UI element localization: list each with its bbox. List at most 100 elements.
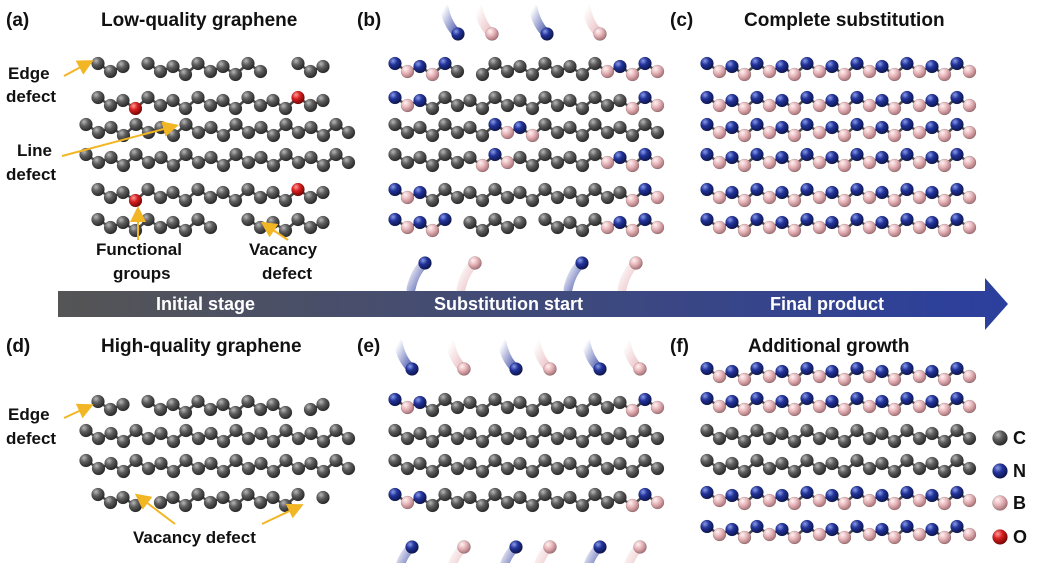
atom-c [463, 150, 477, 165]
atom-c [154, 456, 168, 471]
precursor-atom-b [468, 256, 482, 270]
atom-n [925, 215, 939, 230]
atom-c [500, 220, 515, 235]
atom-c [191, 182, 205, 197]
atom-b [712, 220, 727, 235]
atom-n [900, 56, 914, 71]
atom-c [216, 490, 230, 505]
atom-c [241, 431, 256, 446]
atom-n [775, 150, 789, 165]
atom-c [266, 397, 280, 412]
atom-c [228, 67, 243, 82]
precursor-atom-b [633, 540, 647, 554]
atom-b [650, 155, 665, 170]
atom-n [750, 56, 764, 71]
legend-swatch-n [992, 463, 1008, 479]
atom-c [241, 182, 255, 197]
atom-b [812, 155, 827, 170]
atom-b [887, 496, 902, 511]
atomic-layer [91, 56, 330, 82]
atom-c [303, 220, 318, 235]
atom-c [179, 423, 193, 438]
atomic-layer [700, 117, 977, 143]
atomic-layer [700, 182, 977, 208]
atom-c [179, 453, 193, 468]
atom-c [575, 464, 590, 479]
panel-a-graphene-low-quality [79, 56, 356, 238]
atom-c [388, 423, 402, 438]
atom-b [937, 372, 952, 387]
atom-b [762, 155, 777, 170]
panel-e-letter: (e) [357, 336, 380, 357]
atom-c [525, 67, 540, 82]
atom-n [725, 120, 739, 135]
atom-c [488, 56, 502, 71]
atom-c [266, 434, 281, 449]
atom-c [153, 98, 168, 113]
atom-c [388, 147, 402, 162]
atom-c [912, 431, 927, 446]
atomic-layer [388, 56, 665, 82]
atom-c [737, 434, 752, 449]
atom-n [638, 182, 652, 197]
atom-n [638, 90, 652, 105]
atomic-layer [700, 56, 977, 82]
atom-n [800, 147, 814, 162]
atom-c [425, 434, 440, 449]
atom-n [850, 182, 864, 197]
atom-c [725, 456, 739, 471]
atom-c [141, 394, 155, 409]
atom-c [241, 212, 255, 227]
atom-n [875, 364, 889, 379]
atom-n [775, 185, 789, 200]
atom-c [600, 190, 615, 205]
atom-c [563, 150, 577, 165]
atom-c [329, 117, 343, 132]
atom-n [725, 150, 739, 165]
atom-c [700, 423, 714, 438]
atom-c [737, 464, 752, 479]
atom-b [650, 98, 665, 113]
atom-c [450, 495, 465, 510]
atomic-layer [388, 182, 665, 208]
atom-c [178, 405, 193, 420]
atom-c [563, 490, 577, 505]
line-defect-line1: Line [17, 141, 52, 160]
atom-n [700, 117, 714, 132]
atom-n [900, 391, 914, 406]
atom-b [650, 400, 665, 415]
atom-n [950, 182, 964, 197]
atom-c [613, 395, 627, 410]
atom-c [500, 98, 515, 113]
atom-n [413, 93, 427, 108]
atom-n [388, 90, 402, 105]
atom-b [625, 193, 640, 208]
atomic-layer [700, 391, 977, 417]
atom-n [800, 212, 814, 227]
vacancy-defect-d-label: Vacancy defect [133, 528, 256, 547]
atom-c [588, 487, 602, 502]
atom-c [116, 185, 130, 200]
atom-b [962, 190, 977, 205]
atom-c [279, 423, 293, 438]
atom-b [862, 220, 877, 235]
atom-c [463, 215, 477, 230]
atom-n [875, 185, 889, 200]
atom-b [762, 369, 777, 384]
panel-f-additional-growth [700, 361, 977, 545]
precursor-atom-n [509, 362, 523, 376]
atomic-layer [91, 212, 330, 238]
atom-b [912, 493, 927, 508]
atomic-layer [700, 361, 977, 387]
atom-c [413, 120, 427, 135]
atom-c [116, 93, 130, 108]
atom-c [304, 120, 318, 135]
atom-n [950, 212, 964, 227]
atom-b [887, 128, 902, 143]
atom-c [241, 487, 255, 502]
atom-c [316, 215, 330, 230]
atom-b [962, 399, 977, 414]
atom-b [812, 527, 827, 542]
panel-d-title: High-quality graphene [101, 336, 302, 357]
atom-c [166, 59, 180, 74]
